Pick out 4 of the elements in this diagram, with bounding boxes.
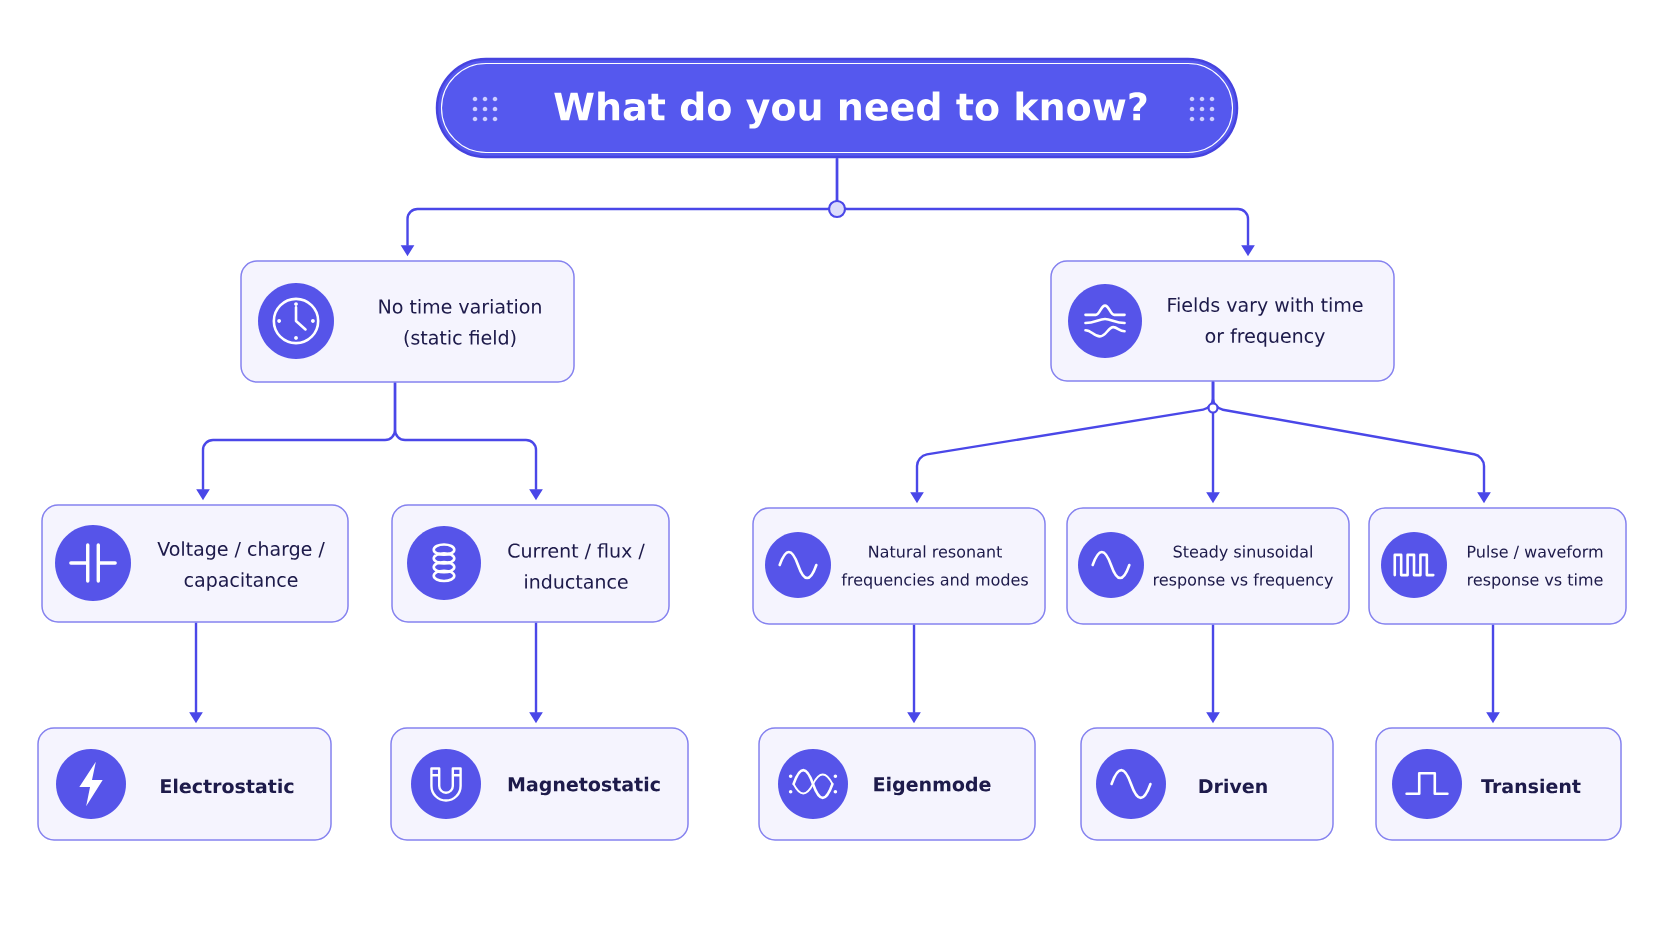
title-pill: What do you need to know?	[435, 57, 1239, 159]
option-box: Steady sinusoidal response vs frequency	[1066, 507, 1350, 625]
option-box: Fields vary with time or frequency	[1050, 260, 1395, 382]
option-box: Natural resonant frequencies and modes	[752, 507, 1046, 625]
